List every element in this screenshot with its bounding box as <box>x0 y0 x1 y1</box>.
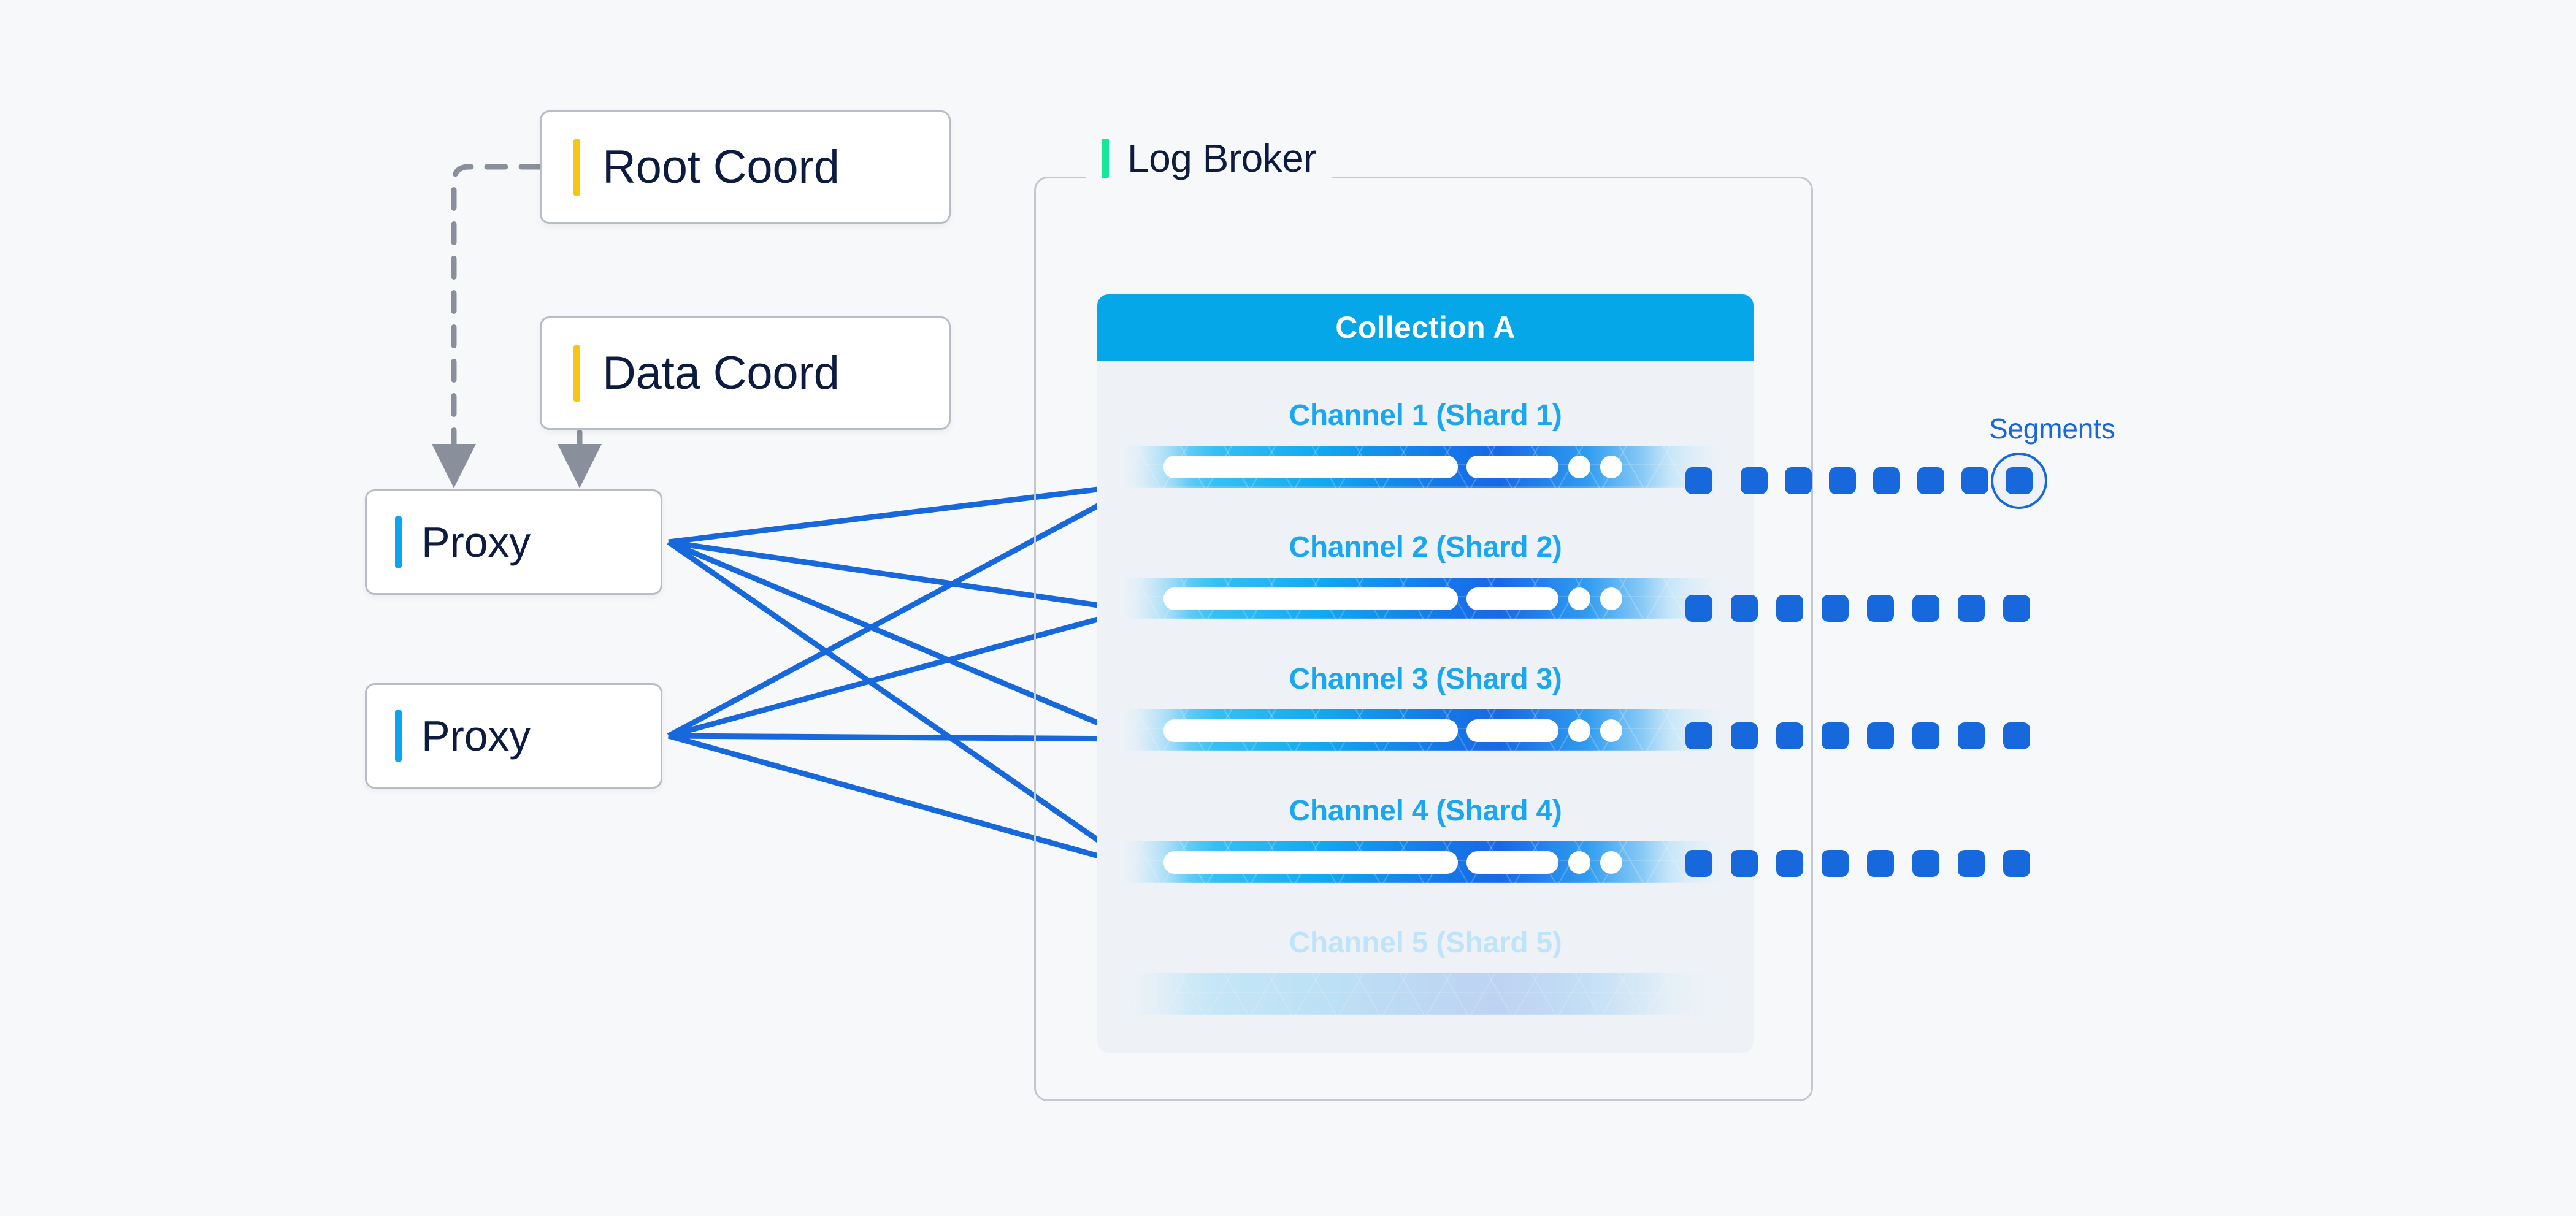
segment-dash[interactable] <box>1958 595 1985 622</box>
segment-dash[interactable] <box>1958 722 1985 749</box>
segment-dash[interactable] <box>1731 595 1758 622</box>
segment-dash[interactable] <box>1776 850 1803 877</box>
collection-header: Collection A <box>1097 294 1754 361</box>
yellow-accent-bar-icon <box>573 139 580 196</box>
segment-highlight-circle[interactable] <box>1991 453 2047 509</box>
channel-row[interactable]: Channel 1 (Shard 1) <box>1097 399 1754 488</box>
channel-slot-group <box>1116 578 1754 619</box>
node-root-coord[interactable]: Root Coord <box>540 110 951 224</box>
channel-slot <box>1163 851 1458 874</box>
segment-dash[interactable] <box>1958 850 1985 877</box>
channel-list: Channel 1 (Shard 1) Channel 2 (Shard 2) Ch… <box>1097 399 1754 1015</box>
wire-rootcoord-to-proxy1 <box>432 164 543 488</box>
segment-dash[interactable] <box>1822 722 1849 749</box>
channel-slot <box>1466 719 1558 742</box>
segment-dash-rail <box>1685 722 2049 749</box>
segment-dash[interactable] <box>1867 850 1894 877</box>
segment-dash-rail <box>1685 595 2049 622</box>
channel-slot <box>1600 851 1622 874</box>
channel-slot <box>1600 587 1622 610</box>
node-label: Proxy <box>421 518 531 566</box>
segment-dash[interactable] <box>1912 595 1939 622</box>
channel-row[interactable]: Channel 3 (Shard 3) <box>1097 662 1754 751</box>
channel-bar[interactable] <box>1116 578 1735 619</box>
green-accent-bar-icon <box>1102 139 1109 178</box>
segment-dash[interactable] <box>1867 722 1894 749</box>
segment-dash[interactable] <box>2003 850 2030 877</box>
channel-label: Channel 1 (Shard 1) <box>1289 399 1562 432</box>
channel-bar[interactable] <box>1116 841 1735 883</box>
cyan-accent-bar-icon <box>395 516 402 568</box>
segment-dash[interactable] <box>1917 467 1944 494</box>
channel-label: Channel 2 (Shard 2) <box>1289 531 1562 564</box>
triangle-texture-icon <box>1116 973 1735 1015</box>
segment-dash[interactable] <box>1867 595 1894 622</box>
segment-dash[interactable] <box>2003 722 2030 749</box>
collection-card[interactable]: Collection A Channel 1 (Shard 1)Channel … <box>1097 294 1754 1053</box>
segment-dash[interactable] <box>1785 467 1812 494</box>
group-log-broker <box>1034 177 1813 1101</box>
cyan-accent-bar-icon <box>395 710 402 762</box>
channel-slot-group <box>1116 709 1754 751</box>
node-label: Root Coord <box>602 141 840 193</box>
bar-fade-left <box>1116 973 1189 1015</box>
channel-slot <box>1163 587 1458 610</box>
segment-dash-rail <box>1685 467 2050 494</box>
node-proxy-2[interactable]: Proxy <box>365 683 662 789</box>
segment-dash[interactable] <box>1776 595 1803 622</box>
segment-dash[interactable] <box>1741 467 1768 494</box>
channel-slot <box>1163 719 1458 742</box>
segment-dash[interactable] <box>1912 722 1939 749</box>
channel-slot <box>1163 455 1458 478</box>
segment-dash[interactable] <box>1731 850 1758 877</box>
channel-row[interactable]: Channel 2 (Shard 2) <box>1097 530 1754 619</box>
channel-label: Channel 5 (Shard 5) <box>1289 927 1562 959</box>
channel-slot <box>1600 455 1622 478</box>
segment-dash[interactable] <box>1961 467 1988 494</box>
channel-slot <box>1568 587 1590 610</box>
collection-title: Collection A <box>1335 310 1516 345</box>
segment-dash[interactable] <box>1776 722 1803 749</box>
node-label: Data Coord <box>602 347 840 399</box>
bar-fade-right <box>1643 973 1735 1015</box>
channel-bar[interactable] <box>1116 709 1735 751</box>
channel-bar[interactable] <box>1116 973 1735 1015</box>
segment-dash[interactable] <box>1731 722 1758 749</box>
segment-dash-rail <box>1685 850 2049 877</box>
segment-dash[interactable] <box>1822 850 1849 877</box>
segment-dash[interactable] <box>1685 850 1712 877</box>
segment-dash[interactable] <box>2003 595 2030 622</box>
node-proxy-1[interactable]: Proxy <box>365 489 662 595</box>
channel-slot <box>1466 851 1558 874</box>
segment-dash[interactable] <box>1912 850 1939 877</box>
channel-slot <box>1568 851 1590 874</box>
group-title-label: Log Broker <box>1127 136 1317 180</box>
channel-slot-group <box>1116 446 1754 488</box>
channel-slot <box>1466 455 1558 478</box>
channel-bar-gradient <box>1116 973 1735 1015</box>
segment-dash[interactable] <box>1685 467 1712 494</box>
channel-label: Channel 4 (Shard 4) <box>1289 795 1562 827</box>
segment-dash[interactable] <box>1873 467 1900 494</box>
segment-dash[interactable] <box>1685 722 1712 749</box>
channel-row[interactable]: Channel 5 (Shard 5) <box>1097 926 1754 1015</box>
channel-slot <box>1568 719 1590 742</box>
channel-slot <box>1600 719 1622 742</box>
node-data-coord[interactable]: Data Coord <box>540 316 951 430</box>
segments-label: Segments <box>1989 413 2115 445</box>
group-log-broker-title: Log Broker <box>1086 136 1333 180</box>
segment-dash[interactable] <box>1829 467 1856 494</box>
channel-bar[interactable] <box>1116 446 1735 488</box>
channel-slot <box>1466 587 1558 610</box>
node-label: Proxy <box>421 712 531 760</box>
channel-slot-group <box>1116 841 1754 883</box>
yellow-accent-bar-icon <box>573 345 580 402</box>
channel-slot <box>1568 455 1590 478</box>
segment-dash[interactable] <box>1685 595 1712 622</box>
channel-row[interactable]: Channel 4 (Shard 4) <box>1097 794 1754 883</box>
segment-dash[interactable] <box>1822 595 1849 622</box>
segment-dash <box>2006 467 2033 494</box>
channel-label: Channel 3 (Shard 3) <box>1289 663 1562 695</box>
